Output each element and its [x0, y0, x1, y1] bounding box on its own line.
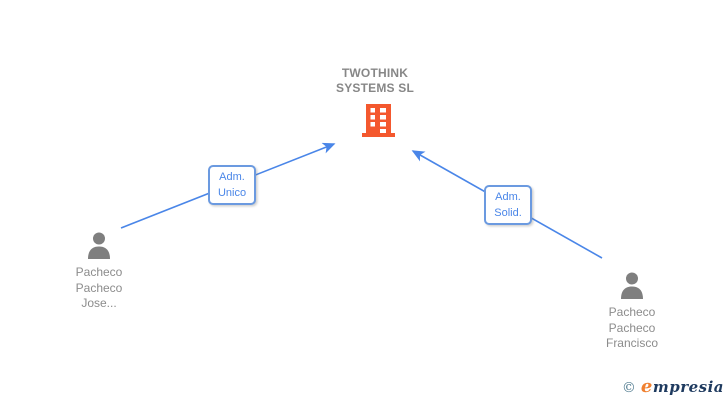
- person-name-line2: Pacheco: [75, 280, 123, 295]
- brand-rest: mpresia: [652, 378, 724, 396]
- person-name-line1: Pacheco: [75, 265, 123, 279]
- person-name-line3: Jose...: [81, 296, 117, 310]
- brand-wordmark: empresia: [641, 376, 724, 397]
- person-name-line3: Francisco: [605, 336, 658, 350]
- relation-label-adm-unico[interactable]: Adm. Unico: [208, 165, 256, 205]
- company-name-line2: SYSTEMS SL: [335, 81, 414, 95]
- relation-label-adm-solid[interactable]: Adm. Solid.: [484, 185, 532, 225]
- person-name: Pacheco Pacheco Francisco: [582, 305, 682, 352]
- empresia-logo[interactable]: © empresia: [622, 376, 724, 397]
- brand-initial: e: [640, 376, 653, 397]
- company-building-icon[interactable]: [360, 103, 396, 144]
- person-icon: [88, 232, 110, 259]
- person-node-jose[interactable]: Pacheco Pacheco Jose...: [49, 231, 149, 312]
- copyright-icon: ©: [621, 380, 636, 396]
- person-icon: [621, 272, 643, 299]
- person-name-line2: Pacheco: [608, 320, 656, 335]
- company-name[interactable]: TWOTHINK SYSTEMS SL: [305, 66, 445, 96]
- company-name-line1: TWOTHINK: [341, 66, 409, 80]
- person-node-francisco[interactable]: Pacheco Pacheco Francisco: [582, 271, 682, 352]
- relation-label-line2: Solid.: [494, 207, 522, 219]
- person-name: Pacheco Pacheco Jose...: [49, 265, 149, 312]
- relation-label-line1: Adm.: [219, 171, 245, 183]
- relation-label-line1: Adm.: [495, 191, 521, 203]
- relation-label-line2: Unico: [217, 187, 247, 199]
- person-name-line1: Pacheco: [608, 305, 656, 319]
